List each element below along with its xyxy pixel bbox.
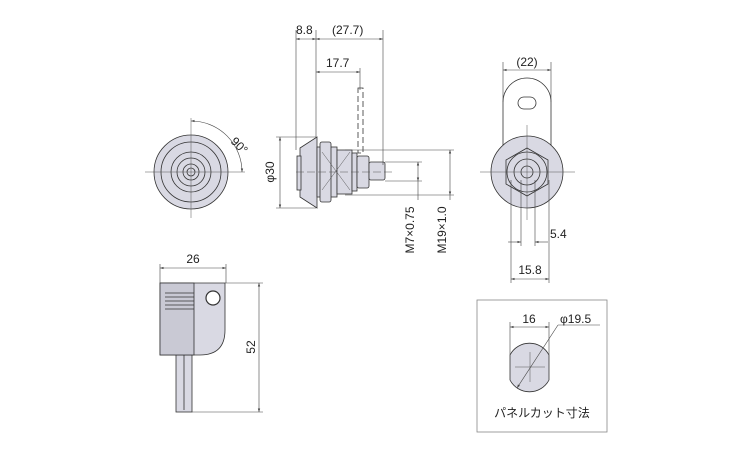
dim-cam: 17.7	[326, 56, 350, 70]
panel-cut-box: 16 φ19.5 パネルカット寸法	[476, 299, 608, 433]
angle-label: 90°	[228, 134, 251, 157]
panel-dim-diameter: φ19.5	[560, 312, 591, 326]
rear-view: (22) 5.4 15.8	[480, 55, 575, 283]
dim-key-height: 52	[244, 340, 258, 354]
dim-flat: 5.4	[550, 227, 567, 241]
key-view: 26 52	[159, 252, 263, 413]
dim-flange: 8.8	[296, 23, 313, 37]
dim-cam-width: (22)	[516, 55, 537, 69]
dim-total: (27.7)	[332, 23, 363, 37]
panel-cut-label: パネルカット寸法	[494, 406, 590, 420]
thread-large: M19×1.0	[435, 206, 449, 253]
dim-key-width: 26	[186, 252, 200, 266]
panel-dim-flat: 16	[522, 312, 536, 326]
front-view: 90°	[145, 118, 251, 218]
dim-across: 15.8	[518, 263, 542, 277]
thread-small: M7×0.75	[403, 206, 417, 253]
side-view: 8.8 (27.7) 17.7 φ30 M7×0.75 M19×1.0	[263, 23, 454, 254]
dim-diameter: φ30	[263, 161, 277, 182]
